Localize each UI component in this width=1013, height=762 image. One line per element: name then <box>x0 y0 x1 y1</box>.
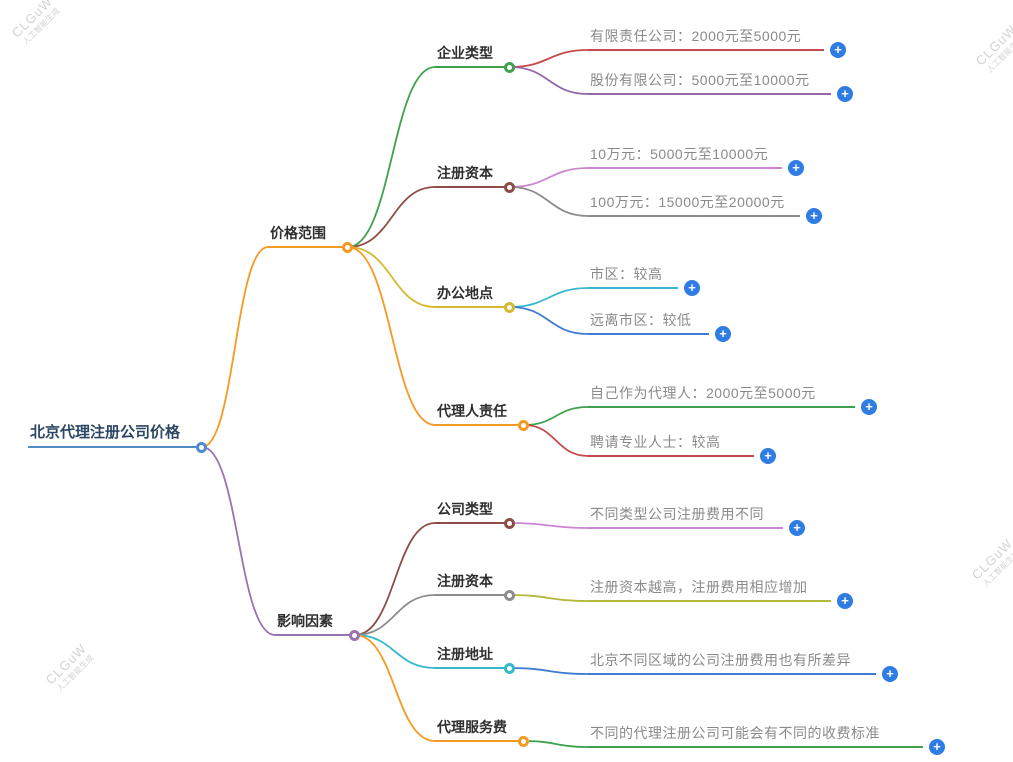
leaf-jsc-cost: 股份有限公司：5000元至10000元 + <box>588 70 853 102</box>
branch-influencing-factors: 影响因素 <box>275 611 360 641</box>
branch-agent-responsibility-label: 代理人责任 <box>435 401 524 426</box>
branch-registered-address-label: 注册地址 <box>435 644 510 669</box>
collapse-dot-icon[interactable] <box>504 62 515 73</box>
collapse-dot-icon[interactable] <box>504 182 515 193</box>
expand-plus-button[interactable]: + <box>789 520 805 536</box>
leaf-capital-100k: 10万元：5000元至10000元 + <box>588 144 804 176</box>
branch-influencing-factors-label: 影响因素 <box>275 611 355 636</box>
leaf-suburb-label: 远离市区：较低 <box>588 310 709 335</box>
leaf-capital-100k-label: 10万元：5000元至10000元 <box>588 144 782 169</box>
link-service-fee-note <box>523 740 589 748</box>
branch-registered-capital-2-label: 注册资本 <box>435 571 510 596</box>
expand-plus-button[interactable]: + <box>788 160 804 176</box>
collapse-dot-icon[interactable] <box>504 590 515 601</box>
leaf-capital-note: 注册资本越高，注册费用相应增加 + <box>588 577 853 609</box>
link-hire-professional <box>523 424 589 457</box>
link-llc-cost <box>509 49 589 68</box>
branch-agency-service-fee-label: 代理服务费 <box>435 717 524 742</box>
branch-registered-capital-2: 注册资本 <box>435 571 515 601</box>
leaf-downtown: 市区：较高 + <box>588 264 700 296</box>
link-self-agent <box>523 406 589 426</box>
expand-plus-button[interactable]: + <box>837 593 853 609</box>
collapse-dot-icon[interactable] <box>349 630 360 641</box>
root-connector-dot-icon[interactable] <box>196 442 207 453</box>
branch-price-range-label: 价格范围 <box>268 223 348 248</box>
link-company-type-note <box>509 522 589 529</box>
link-price-reg-capital <box>347 186 436 248</box>
leaf-hire-professional-label: 聘请专业人士：较高 <box>588 432 754 457</box>
expand-plus-button[interactable]: + <box>760 448 776 464</box>
expand-plus-button[interactable]: + <box>837 86 853 102</box>
collapse-dot-icon[interactable] <box>504 663 515 674</box>
leaf-company-type-note-label: 不同类型公司注册费用不同 <box>588 504 783 529</box>
branch-price-range: 价格范围 <box>268 223 353 253</box>
branch-office-location-label: 办公地点 <box>435 283 510 308</box>
branch-registered-capital-label: 注册资本 <box>435 163 510 188</box>
leaf-downtown-label: 市区：较高 <box>588 264 678 289</box>
leaf-address-note-label: 北京不同区域的公司注册费用也有所差异 <box>588 650 876 675</box>
branch-agent-responsibility: 代理人责任 <box>435 401 529 431</box>
leaf-capital-1m-label: 100万元：15000元至20000元 <box>588 192 800 217</box>
collapse-dot-icon[interactable] <box>342 242 353 253</box>
link-jsc-cost <box>509 66 589 95</box>
link-suburb <box>509 306 589 335</box>
branch-enterprise-type: 企业类型 <box>435 43 515 73</box>
leaf-hire-professional: 聘请专业人士：较高 + <box>588 432 776 464</box>
leaf-self-agent-label: 自己作为代理人：2000元至5000元 <box>588 383 855 408</box>
link-downtown <box>509 287 589 308</box>
branch-enterprise-type-label: 企业类型 <box>435 43 510 68</box>
leaf-jsc-cost-label: 股份有限公司：5000元至10000元 <box>588 70 831 95</box>
root-label: 北京代理注册公司价格 <box>28 422 202 448</box>
link-factors-company-type <box>354 522 436 636</box>
link-factors-service-fee <box>354 634 436 742</box>
link-capital-note <box>509 594 589 602</box>
link-price-agent-duty <box>347 246 436 426</box>
leaf-suburb: 远离市区：较低 + <box>588 310 731 342</box>
leaf-self-agent: 自己作为代理人：2000元至5000元 + <box>588 383 877 415</box>
branch-company-type-label: 公司类型 <box>435 499 510 524</box>
leaf-capital-1m: 100万元：15000元至20000元 + <box>588 192 822 224</box>
expand-plus-button[interactable]: + <box>806 208 822 224</box>
branch-agency-service-fee: 代理服务费 <box>435 717 529 747</box>
branch-registered-capital: 注册资本 <box>435 163 515 193</box>
leaf-service-fee-note: 不同的代理注册公司可能会有不同的收费标准 + <box>588 723 945 755</box>
link-capital-100k <box>509 167 589 188</box>
expand-plus-button[interactable]: + <box>684 280 700 296</box>
leaf-service-fee-note-label: 不同的代理注册公司可能会有不同的收费标准 <box>588 723 923 748</box>
link-capital-1m <box>509 186 589 217</box>
link-address-note <box>509 667 589 675</box>
collapse-dot-icon[interactable] <box>518 736 529 747</box>
root-node: 北京代理注册公司价格 <box>28 422 207 453</box>
collapse-dot-icon[interactable] <box>504 302 515 313</box>
expand-plus-button[interactable]: + <box>861 399 877 415</box>
expand-plus-button[interactable]: + <box>882 666 898 682</box>
branch-office-location: 办公地点 <box>435 283 515 313</box>
expand-plus-button[interactable]: + <box>715 326 731 342</box>
collapse-dot-icon[interactable] <box>518 420 529 431</box>
leaf-capital-note-label: 注册资本越高，注册费用相应增加 <box>588 577 831 602</box>
branch-registered-address: 注册地址 <box>435 644 515 674</box>
link-root-factors <box>201 446 276 636</box>
leaf-llc-cost-label: 有限责任公司：2000元至5000元 <box>588 26 824 51</box>
branch-company-type: 公司类型 <box>435 499 515 529</box>
link-root-price-range <box>201 246 269 448</box>
expand-plus-button[interactable]: + <box>929 739 945 755</box>
expand-plus-button[interactable]: + <box>830 42 846 58</box>
leaf-address-note: 北京不同区域的公司注册费用也有所差异 + <box>588 650 898 682</box>
link-price-enterprise-type <box>347 66 436 248</box>
collapse-dot-icon[interactable] <box>504 518 515 529</box>
link-factors-reg-capital <box>354 594 436 636</box>
link-price-office-location <box>347 246 436 308</box>
leaf-company-type-note: 不同类型公司注册费用不同 + <box>588 504 805 536</box>
link-factors-reg-address <box>354 634 436 669</box>
leaf-llc-cost: 有限责任公司：2000元至5000元 + <box>588 26 846 58</box>
